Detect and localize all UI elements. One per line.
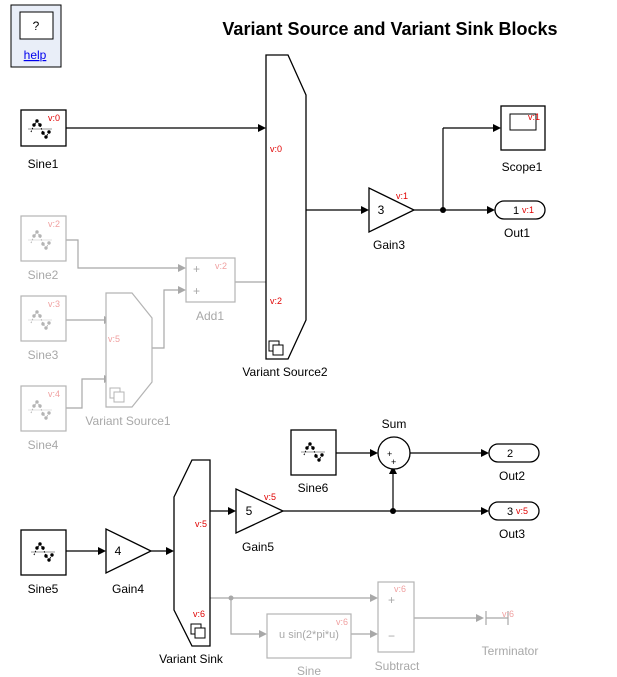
gain5-label: Gain5	[242, 540, 274, 554]
sine3-label: Sine3	[28, 348, 59, 362]
out1-variant-tag: v:1	[522, 205, 534, 215]
sine-function-variant-tag: v:6	[336, 617, 348, 627]
variant-source2-block[interactable]: v:0 v:2 Variant Source2	[242, 54, 328, 379]
sine2-label: Sine2	[28, 268, 59, 282]
out2-port[interactable]: 2 Out2	[488, 443, 540, 483]
out1-label: Out1	[504, 226, 530, 240]
sine3-variant-tag: v:3	[48, 299, 60, 309]
diagram-title: Variant Source and Variant Sink Blocks	[222, 19, 557, 39]
variant-sink-icon	[194, 627, 206, 639]
gain5-block[interactable]: 5 v:5 Gain5	[235, 487, 285, 554]
sine5-label: Sine5	[28, 582, 59, 596]
gain3-label: Gain3	[373, 238, 405, 252]
variant-source1-icon	[113, 391, 125, 403]
gain4-block[interactable]: 4 Gain4	[105, 527, 153, 596]
terminator-block[interactable]: v:6 Terminator	[482, 609, 539, 658]
sine1-block[interactable]: v:0 Sine1	[20, 109, 67, 171]
help-question-icon: ?	[33, 19, 40, 33]
sine5-block[interactable]: Sine5	[20, 529, 67, 596]
sine3-block[interactable]: v:3 Sine3	[20, 295, 67, 362]
help-link[interactable]: help	[24, 48, 47, 62]
add1-variant-tag: v:2	[215, 261, 227, 271]
out3-port[interactable]: 3 v:5 Out3	[488, 501, 540, 541]
out3-number: 3	[507, 506, 513, 518]
variant-sink-label: Variant Sink	[159, 652, 224, 666]
variant-sink-tag-top: v:5	[195, 519, 207, 529]
sine6-label: Sine6	[298, 481, 329, 495]
sine4-variant-tag: v:4	[48, 389, 60, 399]
sine-function-label: Sine	[297, 664, 321, 677]
scope1-label: Scope1	[502, 160, 543, 174]
add1-plus-top: +	[193, 262, 200, 276]
subtract-variant-tag: v:6	[394, 584, 406, 594]
add1-block[interactable]: + + v:2 Add1	[185, 257, 236, 323]
sine-function-expression: u sin(2*pi*u)	[279, 629, 339, 641]
subtract-label: Subtract	[375, 659, 420, 673]
gain5-variant-tag: v:5	[264, 492, 276, 502]
terminator-label: Terminator	[482, 644, 539, 658]
sine4-block[interactable]: v:4 Sine4	[20, 385, 67, 452]
sine1-label: Sine1	[28, 157, 59, 171]
out3-variant-tag: v:5	[516, 506, 528, 516]
gain3-block[interactable]: 3 v:1 Gain3	[368, 186, 416, 252]
sum-block[interactable]: + + Sum	[377, 417, 411, 470]
sine-function-block[interactable]: v:6 u sin(2*pi*u) Sine	[266, 613, 352, 677]
gain4-value: 4	[115, 544, 122, 558]
gain4-label: Gain4	[112, 582, 144, 596]
out2-number: 2	[507, 448, 513, 460]
gain3-variant-tag: v:1	[396, 191, 408, 201]
scope1-variant-tag: v:1	[528, 112, 540, 122]
out1-port[interactable]: 1 v:1 Out1	[494, 200, 546, 240]
out1-number: 1	[513, 205, 519, 217]
sine1-variant-tag: v:0	[48, 113, 60, 123]
sine2-variant-tag: v:2	[48, 219, 60, 229]
help-block[interactable]: ? help	[10, 4, 62, 68]
sine2-block[interactable]: v:2 Sine2	[20, 215, 67, 282]
subtract-minus: −	[388, 629, 395, 643]
gain5-value: 5	[246, 504, 253, 518]
gain3-value: 3	[378, 203, 385, 217]
sum-plus-bottom: +	[391, 457, 396, 467]
sum-plus-left: +	[387, 449, 392, 459]
sine6-block[interactable]: Sine6	[290, 429, 337, 495]
variant-source2-tag-bottom: v:2	[270, 296, 282, 306]
out3-label: Out3	[499, 527, 525, 541]
variant-sink-tag-bottom: v:6	[193, 609, 205, 619]
variant-source1-label: Variant Source1	[85, 414, 170, 428]
variant-source1-block[interactable]: v:5 Variant Source1	[85, 292, 171, 428]
variant-sink-block[interactable]: v:5 v:6 Variant Sink	[159, 459, 224, 666]
add1-label: Add1	[196, 309, 224, 323]
out2-label: Out2	[499, 469, 525, 483]
variant-source1-tag: v:5	[108, 334, 120, 344]
sine4-label: Sine4	[28, 438, 59, 452]
variant-source2-icon	[272, 344, 284, 356]
variant-source2-tag-top: v:0	[270, 144, 282, 154]
sum-label: Sum	[382, 417, 407, 431]
terminator-variant-tag: v:6	[502, 609, 514, 619]
scope1-block[interactable]: v:1 Scope1	[500, 105, 546, 174]
subtract-block[interactable]: v:6 + − Subtract	[375, 581, 420, 673]
add1-plus-bottom: +	[193, 284, 200, 298]
variant-source2-label: Variant Source2	[242, 365, 327, 379]
subtract-plus: +	[388, 593, 395, 607]
